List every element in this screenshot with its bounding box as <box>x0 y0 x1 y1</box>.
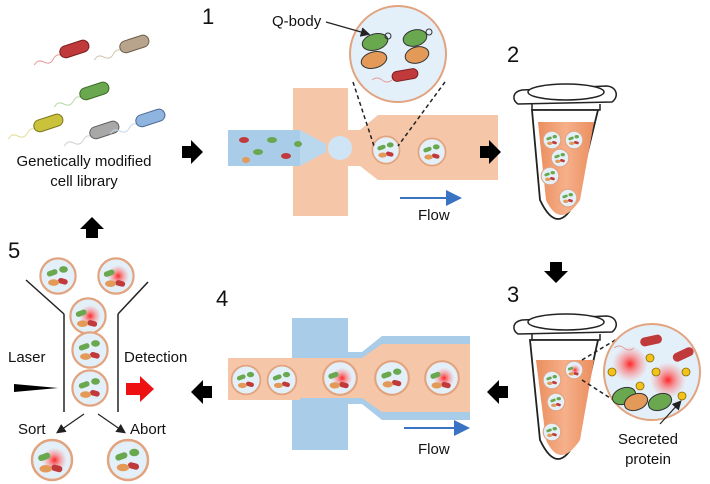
secreted-protein-label-line1: Secreted <box>618 431 678 448</box>
detection-label: Detection <box>124 349 187 366</box>
droplet-glowing <box>69 297 107 335</box>
process-arrow-5 <box>191 380 212 404</box>
droplet <box>546 392 566 412</box>
droplet <box>542 370 562 390</box>
qbody-magnified-droplet <box>349 5 447 103</box>
process-arrow-4 <box>487 380 508 404</box>
droplet <box>71 369 109 407</box>
cell-library-label-line2: cell library <box>50 173 118 190</box>
process-arrow-6 <box>80 217 104 238</box>
secretion-magnified-droplet <box>603 323 701 421</box>
incubation-tube-step3 <box>513 313 617 460</box>
bacterium-yellow <box>7 113 64 140</box>
step-number-3: 3 <box>507 282 519 307</box>
bacterium-gray <box>63 120 120 147</box>
droplet-generator-chip <box>228 88 498 216</box>
cell-library <box>7 34 166 147</box>
step-number-1: 1 <box>202 4 214 29</box>
droplet <box>542 130 562 150</box>
droplet <box>540 166 560 186</box>
sort-label: Sort <box>18 421 46 438</box>
laser-label: Laser <box>8 349 46 366</box>
droplet-reinjection-chip <box>228 318 470 450</box>
droplet-glowing <box>322 360 358 396</box>
qbody-label: Q-body <box>272 13 322 30</box>
step-number-5: 5 <box>8 238 20 263</box>
droplet <box>417 137 447 167</box>
detection-arrow-icon <box>126 376 154 402</box>
flow-label-top: Flow <box>418 207 450 224</box>
droplet <box>374 360 410 396</box>
step-number-2: 2 <box>507 42 519 67</box>
bacterium-red <box>33 39 90 66</box>
bacterium-green <box>53 81 110 108</box>
collection-tube-step2 <box>513 83 617 220</box>
droplet <box>564 130 584 150</box>
droplet <box>71 331 109 369</box>
droplet-glowing <box>564 360 584 380</box>
secreted-protein-label-line2: protein <box>625 451 671 468</box>
cell-library-label-line1: Genetically modified <box>16 153 151 170</box>
process-arrow-1 <box>182 140 203 164</box>
sorted-droplet <box>30 438 74 482</box>
droplet-glowing <box>424 360 460 396</box>
droplet <box>550 148 570 168</box>
step-number-4: 4 <box>216 286 228 311</box>
droplet <box>558 188 578 208</box>
abort-label: Abort <box>130 421 167 438</box>
droplet <box>230 364 262 396</box>
droplet-glowing <box>97 257 135 295</box>
droplet <box>371 135 401 165</box>
droplet <box>266 364 298 396</box>
droplet <box>542 422 562 442</box>
aborted-droplet <box>106 438 150 482</box>
laser-beam-icon <box>14 384 58 392</box>
bacterium-blue <box>109 108 166 135</box>
process-arrow-3 <box>544 262 568 283</box>
sorter-channel <box>25 257 149 412</box>
bacterium-tan <box>93 34 150 61</box>
droplet <box>39 257 77 295</box>
flow-label-bottom: Flow <box>418 441 450 458</box>
